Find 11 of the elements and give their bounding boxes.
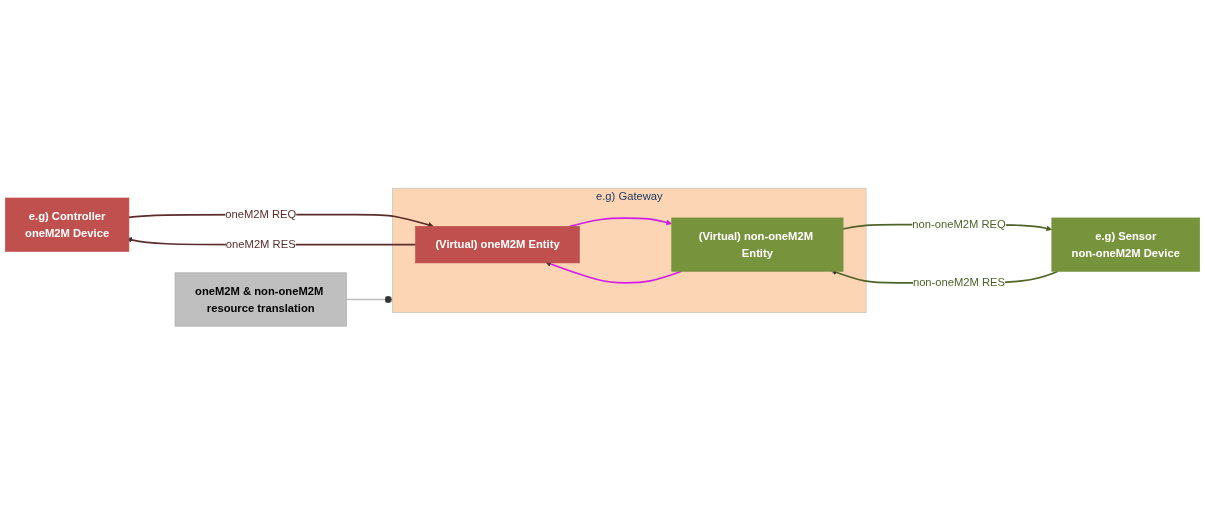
- connector: [345, 295, 394, 304]
- node-box: (Virtual) non-oneM2M Entity: [671, 217, 844, 272]
- edge-label: oneM2M RES: [225, 238, 296, 251]
- edge-label: oneM2M REQ: [225, 208, 297, 221]
- edge-label: non-oneM2M RES: [912, 276, 1006, 290]
- node-box: e.g) Controller oneM2M Device: [4, 197, 130, 252]
- node-box: oneM2M & non-oneM2M resource translation: [174, 272, 347, 327]
- node-box: (Virtual) oneM2M Entity: [415, 226, 580, 264]
- edge-label: non-oneM2M REQ: [912, 218, 1006, 232]
- node-box: e.g) Sensor non-oneM2M Device: [1051, 217, 1200, 272]
- arrow: [569, 217, 672, 228]
